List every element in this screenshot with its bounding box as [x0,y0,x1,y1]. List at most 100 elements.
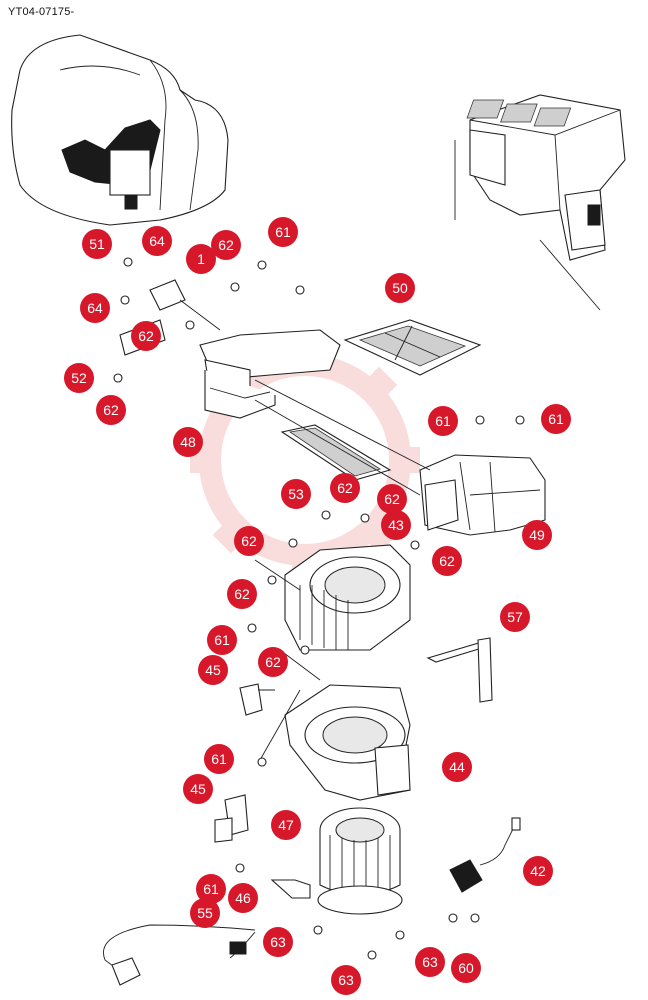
callout-circle [80,293,110,323]
callout-label: 60 [458,960,474,976]
callout-circle [281,479,311,509]
callout-label: 49 [529,527,545,543]
callout-circle [271,810,301,840]
callout-circle [268,217,298,247]
callout-51: 51 [82,229,112,259]
mounting-bracket-upper [239,683,275,716]
callout-62: 62 [131,321,161,351]
callout-62: 62 [258,647,288,677]
callout-circle [385,273,415,303]
callout-circle [432,546,462,576]
callout-43: 43 [381,510,411,540]
callout-55: 55 [190,898,220,928]
blower-case [259,649,411,801]
callout-64: 64 [80,293,110,323]
callout-label: 62 [218,237,234,253]
callout-label: 62 [439,553,455,569]
callout-circle [228,883,258,913]
callout-62: 62 [211,230,241,260]
callout-circle [500,602,530,632]
filter-element [280,424,392,481]
callout-47: 47 [271,810,301,840]
duct-housing [254,379,546,536]
callout-circle [541,404,571,434]
callout-label: 55 [197,905,213,921]
callout-label: 61 [435,413,451,429]
callout-circle [258,647,288,677]
callout-circle [263,927,293,957]
callout-63: 63 [415,947,445,977]
callout-label: 52 [71,370,87,386]
callout-62: 62 [96,395,126,425]
callout-61: 61 [541,404,571,434]
callout-62: 62 [234,526,264,556]
callout-62: 62 [432,546,462,576]
callout-circle [183,774,213,804]
callout-circle [522,520,552,550]
callout-label: 62 [241,533,257,549]
callout-circle [451,953,481,983]
callout-label: 62 [337,480,353,496]
callout-circle [82,229,112,259]
callout-label: 51 [89,236,105,252]
callout-label: 43 [388,517,404,533]
callout-45: 45 [198,655,228,685]
callout-49: 49 [522,520,552,550]
callout-circle [196,874,226,904]
callout-label: 61 [203,881,219,897]
callout-circle [415,947,445,977]
resistor [449,817,521,893]
callout-63: 63 [263,927,293,957]
callout-circle [190,898,220,928]
callout-label: 62 [265,654,281,670]
callout-48: 48 [173,427,203,457]
callout-label: 44 [449,759,465,775]
callout-circle [227,579,257,609]
callout-label: 48 [180,434,196,450]
filter-cover [343,319,482,376]
blower-motor [317,807,403,915]
mounting-bracket-lower [214,794,249,843]
callout-label: 57 [507,609,523,625]
callout-60: 60 [451,953,481,983]
callout-45: 45 [183,774,213,804]
callout-61: 61 [268,217,298,247]
callout-label: 61 [275,224,291,240]
callout-61: 61 [204,744,234,774]
callout-62: 62 [330,473,360,503]
callout-circle [64,363,94,393]
seal-strip [426,637,493,703]
callout-circle [377,484,407,514]
callout-52: 52 [64,363,94,393]
wire-harness [103,879,311,986]
callout-label: 63 [270,934,286,950]
callout-circle [211,230,241,260]
callout-circle [142,226,172,256]
callout-circle [198,655,228,685]
callout-circle [331,965,361,995]
callout-label: 62 [234,586,250,602]
callout-50: 50 [385,273,415,303]
callout-label: 47 [278,817,294,833]
callout-label: 50 [392,280,408,296]
callout-62: 62 [377,484,407,514]
callout-label: 61 [548,411,564,427]
callout-circle [173,427,203,457]
callout-label: 1 [197,251,205,267]
callout-circle [186,244,216,274]
cab-location-sketch [11,34,229,226]
callout-64: 64 [142,226,172,256]
callout-circle [207,625,237,655]
callout-label: 64 [87,300,103,316]
callout-62: 62 [227,579,257,609]
callout-label: 61 [211,751,227,767]
callout-circle [523,856,553,886]
assembled-unit-sketch [454,94,626,311]
callout-63: 63 [331,965,361,995]
callout-label: 45 [205,662,221,678]
callout-label: 63 [338,972,354,988]
callout-label: 53 [288,486,304,502]
callout-label: 62 [384,491,400,507]
